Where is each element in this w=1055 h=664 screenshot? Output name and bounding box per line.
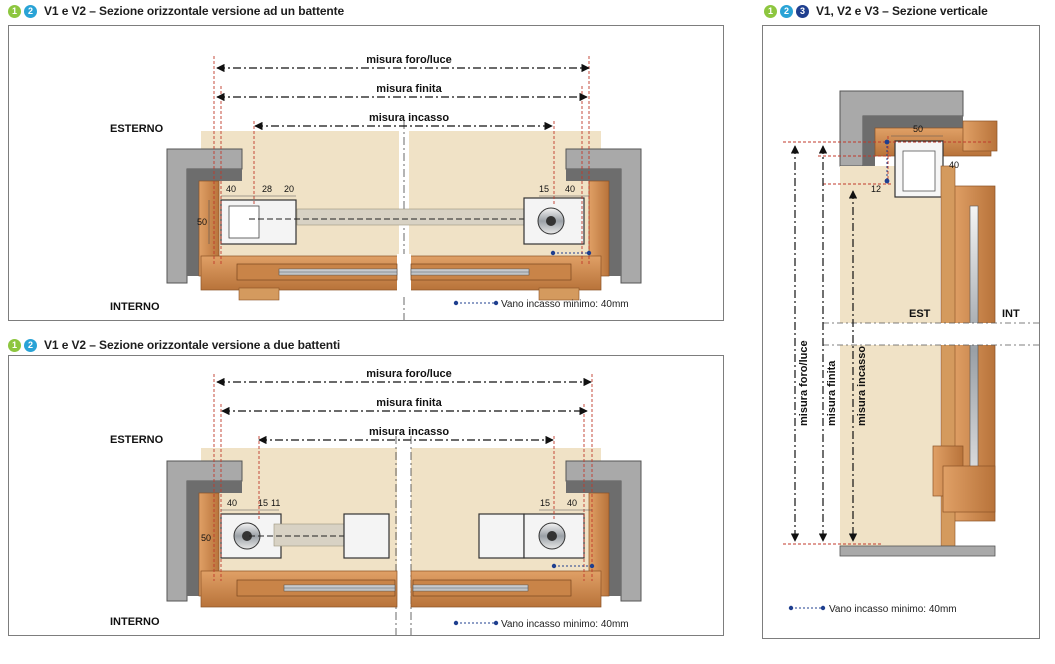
dim-28: 28 [262,184,272,194]
dim-15: 15 [539,184,549,194]
label-foro: misura foro/luce [366,54,452,66]
badge-2-icon: 2 [780,4,793,18]
badge-1-icon: 1 [8,4,21,18]
vertical-section-title: 1 2 3 V1, V2 e V3 – Sezione verticale [764,4,988,18]
glass-right [410,268,530,276]
blind-roll-left [296,208,528,226]
label-est: EST [909,308,931,320]
dim-20: 20 [284,184,294,194]
dim-40: 40 [949,160,959,170]
glass-left [283,584,396,592]
dim-50: 50 [201,533,211,543]
dim-12: 12 [871,184,881,194]
label-interno: INTERNO [110,301,160,313]
label-foro: misura foro/luce [366,368,452,380]
badge-2-icon: 2 [24,4,37,18]
vertical-section-title-text: V1, V2 e V3 – Sezione verticale [816,4,988,18]
label-esterno: ESTERNO [110,123,164,135]
glass-vertical [969,205,979,497]
top-section-title-text: V1 e V2 – Sezione orizzontale versione a… [44,4,345,18]
pocket-panel [840,166,940,546]
badge-1-icon: 1 [764,4,777,18]
label-foro: misura foro/luce [798,340,810,426]
dim-15-right: 15 [540,498,550,508]
right-wall-profile [566,169,621,276]
vertical-section-drawing: misura foro/luce misura finita misura in… [763,90,1039,615]
note-text: Vano incasso minimo: 40mm [501,299,629,310]
badge-2-icon: 2 [24,338,37,352]
label-interno: INTERNO [110,616,160,628]
dim-50: 50 [913,124,923,134]
note-text: Vano incasso minimo: 40mm [501,619,629,630]
left-wall-profile [187,169,242,276]
dim-15-left: 15 [258,498,268,508]
label-int: INT [1002,308,1020,320]
top-section-drawing: misura foro/luce misura finita misura in… [110,54,642,321]
dim-40-left: 40 [226,184,236,194]
dim-40-right: 40 [565,184,575,194]
top-section-panel: misura foro/luce misura finita misura in… [8,25,724,321]
dim-11: 11 [271,498,280,508]
badge-1-icon: 1 [8,338,21,352]
glass-right [412,584,529,592]
label-finita: misura finita [376,397,442,409]
label-incasso: misura incasso [369,426,449,438]
label-finita: misura finita [826,360,838,426]
bottom-section-drawing: misura foro/luce misura finita misura in… [110,368,642,635]
dim-40-left: 40 [227,498,237,508]
dim-40-right: 40 [567,498,577,508]
label-finita: misura finita [376,83,442,95]
label-incasso: misura incasso [856,346,868,426]
dim-50: 50 [197,217,207,227]
top-section-title: 1 2 V1 e V2 – Sezione orizzontale versio… [8,4,344,18]
bottom-section-panel: misura foro/luce misura finita misura in… [8,355,724,636]
vertical-section-panel: misura foro/luce misura finita misura in… [762,25,1040,639]
label-esterno: ESTERNO [110,434,164,446]
note-text: Vano incasso minimo: 40mm [829,604,957,615]
bottom-section-title-text: V1 e V2 – Sezione orizzontale versione a… [44,338,341,352]
badge-3-icon: 3 [796,4,809,18]
glass-left [278,268,398,276]
floor [839,545,996,557]
bottom-section-title: 1 2 V1 e V2 – Sezione orizzontale versio… [8,338,340,352]
label-incasso: misura incasso [369,112,449,124]
